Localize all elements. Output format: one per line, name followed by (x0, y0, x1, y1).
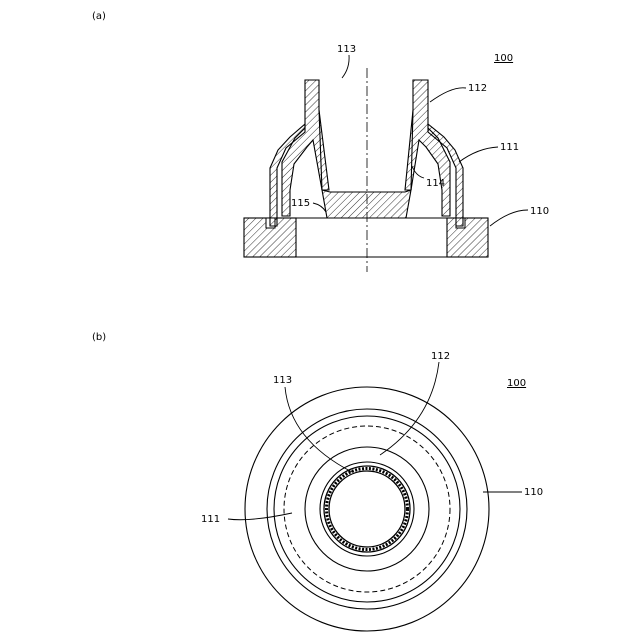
figure-b: (b) 100 112 113 111 110 (92, 332, 543, 631)
label-113-b: 113 (273, 375, 292, 386)
upper-wall-left (282, 80, 329, 216)
figure-a-ref-100: 100 (494, 53, 513, 64)
figure-b-label: (b) (92, 332, 106, 343)
label-110-a: 110 (530, 206, 549, 217)
circle-opening-inner (329, 471, 405, 547)
circle-opening-hatch (327, 469, 408, 550)
label-112-b: 112 (431, 351, 450, 362)
label-110-b: 110 (524, 487, 543, 498)
leader-110-a (490, 210, 528, 226)
leader-112-a (430, 88, 466, 102)
leader-113-a (342, 55, 349, 78)
circle-neck (320, 462, 414, 556)
base-flange-right (447, 218, 488, 257)
label-111-a: 111 (500, 142, 519, 153)
circle-skirt-outer (267, 409, 467, 609)
figure-a-label: (a) (92, 11, 106, 22)
bottom-plug (322, 190, 411, 218)
circle-opening-outer (324, 466, 410, 552)
leader-111-b (228, 513, 292, 520)
figure-b-ref-100: 100 (507, 378, 526, 389)
label-115: 115 (291, 198, 310, 209)
leader-111-a (459, 147, 498, 162)
circle-base-outer (245, 387, 489, 631)
circle-skirt-inner (274, 416, 460, 602)
figure-a: (a) 100 113 112 111 114 (92, 11, 549, 272)
label-113-a: 113 (337, 44, 356, 55)
circle-hidden-dashed (284, 426, 450, 592)
label-114: 114 (426, 178, 445, 189)
label-112-a: 112 (468, 83, 487, 94)
label-111-b: 111 (201, 514, 220, 525)
